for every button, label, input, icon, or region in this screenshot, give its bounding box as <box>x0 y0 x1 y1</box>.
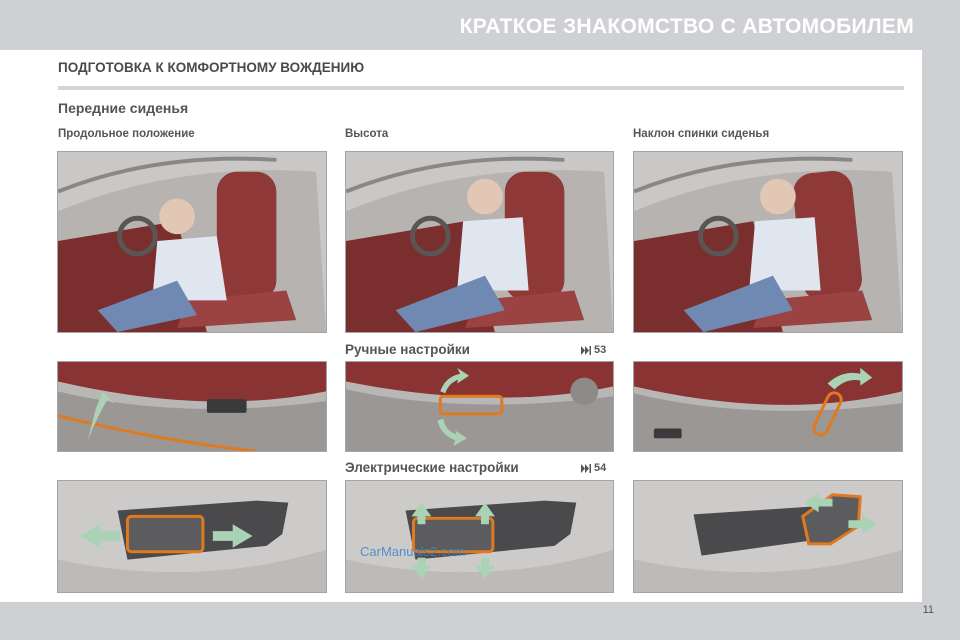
page-number: 11 <box>922 604 934 616</box>
manual-page-number: 53 <box>594 344 607 356</box>
column-label-height: Высота <box>345 128 389 140</box>
photo-longitudinal <box>57 151 327 333</box>
electric-backrest-closeup <box>633 480 903 593</box>
section-divider <box>58 86 904 90</box>
header-band <box>0 0 960 50</box>
photo-backrest <box>633 151 903 333</box>
manual-backrest-closeup <box>633 361 903 452</box>
page-forward-icon <box>581 463 591 473</box>
manual-settings-heading: Ручные настройки <box>345 342 470 357</box>
column-label-backrest: Наклон спинки сиденья <box>633 128 770 140</box>
side-band <box>922 50 960 602</box>
manual-page-ref[interactable]: 53 <box>581 344 606 356</box>
photo-height <box>345 151 614 333</box>
electric-settings-heading: Электрические настройки <box>345 460 519 475</box>
section-subtitle: Передние сиденья <box>58 100 189 116</box>
watermark: CarManuals2.com <box>360 544 466 559</box>
electric-page-ref[interactable]: 54 <box>581 462 606 474</box>
section-title: ПОДГОТОВКА К КОМФОРТНОМУ ВОЖДЕНИЮ <box>58 60 365 75</box>
electric-height-closeup <box>345 480 614 593</box>
electric-longitudinal-closeup <box>57 480 327 593</box>
manual-longitudinal-closeup <box>57 361 327 452</box>
electric-page-number: 54 <box>594 462 607 474</box>
column-label-longitudinal: Продольное положение <box>58 128 195 140</box>
footer-band <box>0 602 960 640</box>
manual-height-closeup <box>345 361 614 452</box>
page-forward-icon <box>581 345 591 355</box>
chapter-title: КРАТКОЕ ЗНАКОМСТВО С АВТОМОБИЛЕМ <box>459 15 914 38</box>
